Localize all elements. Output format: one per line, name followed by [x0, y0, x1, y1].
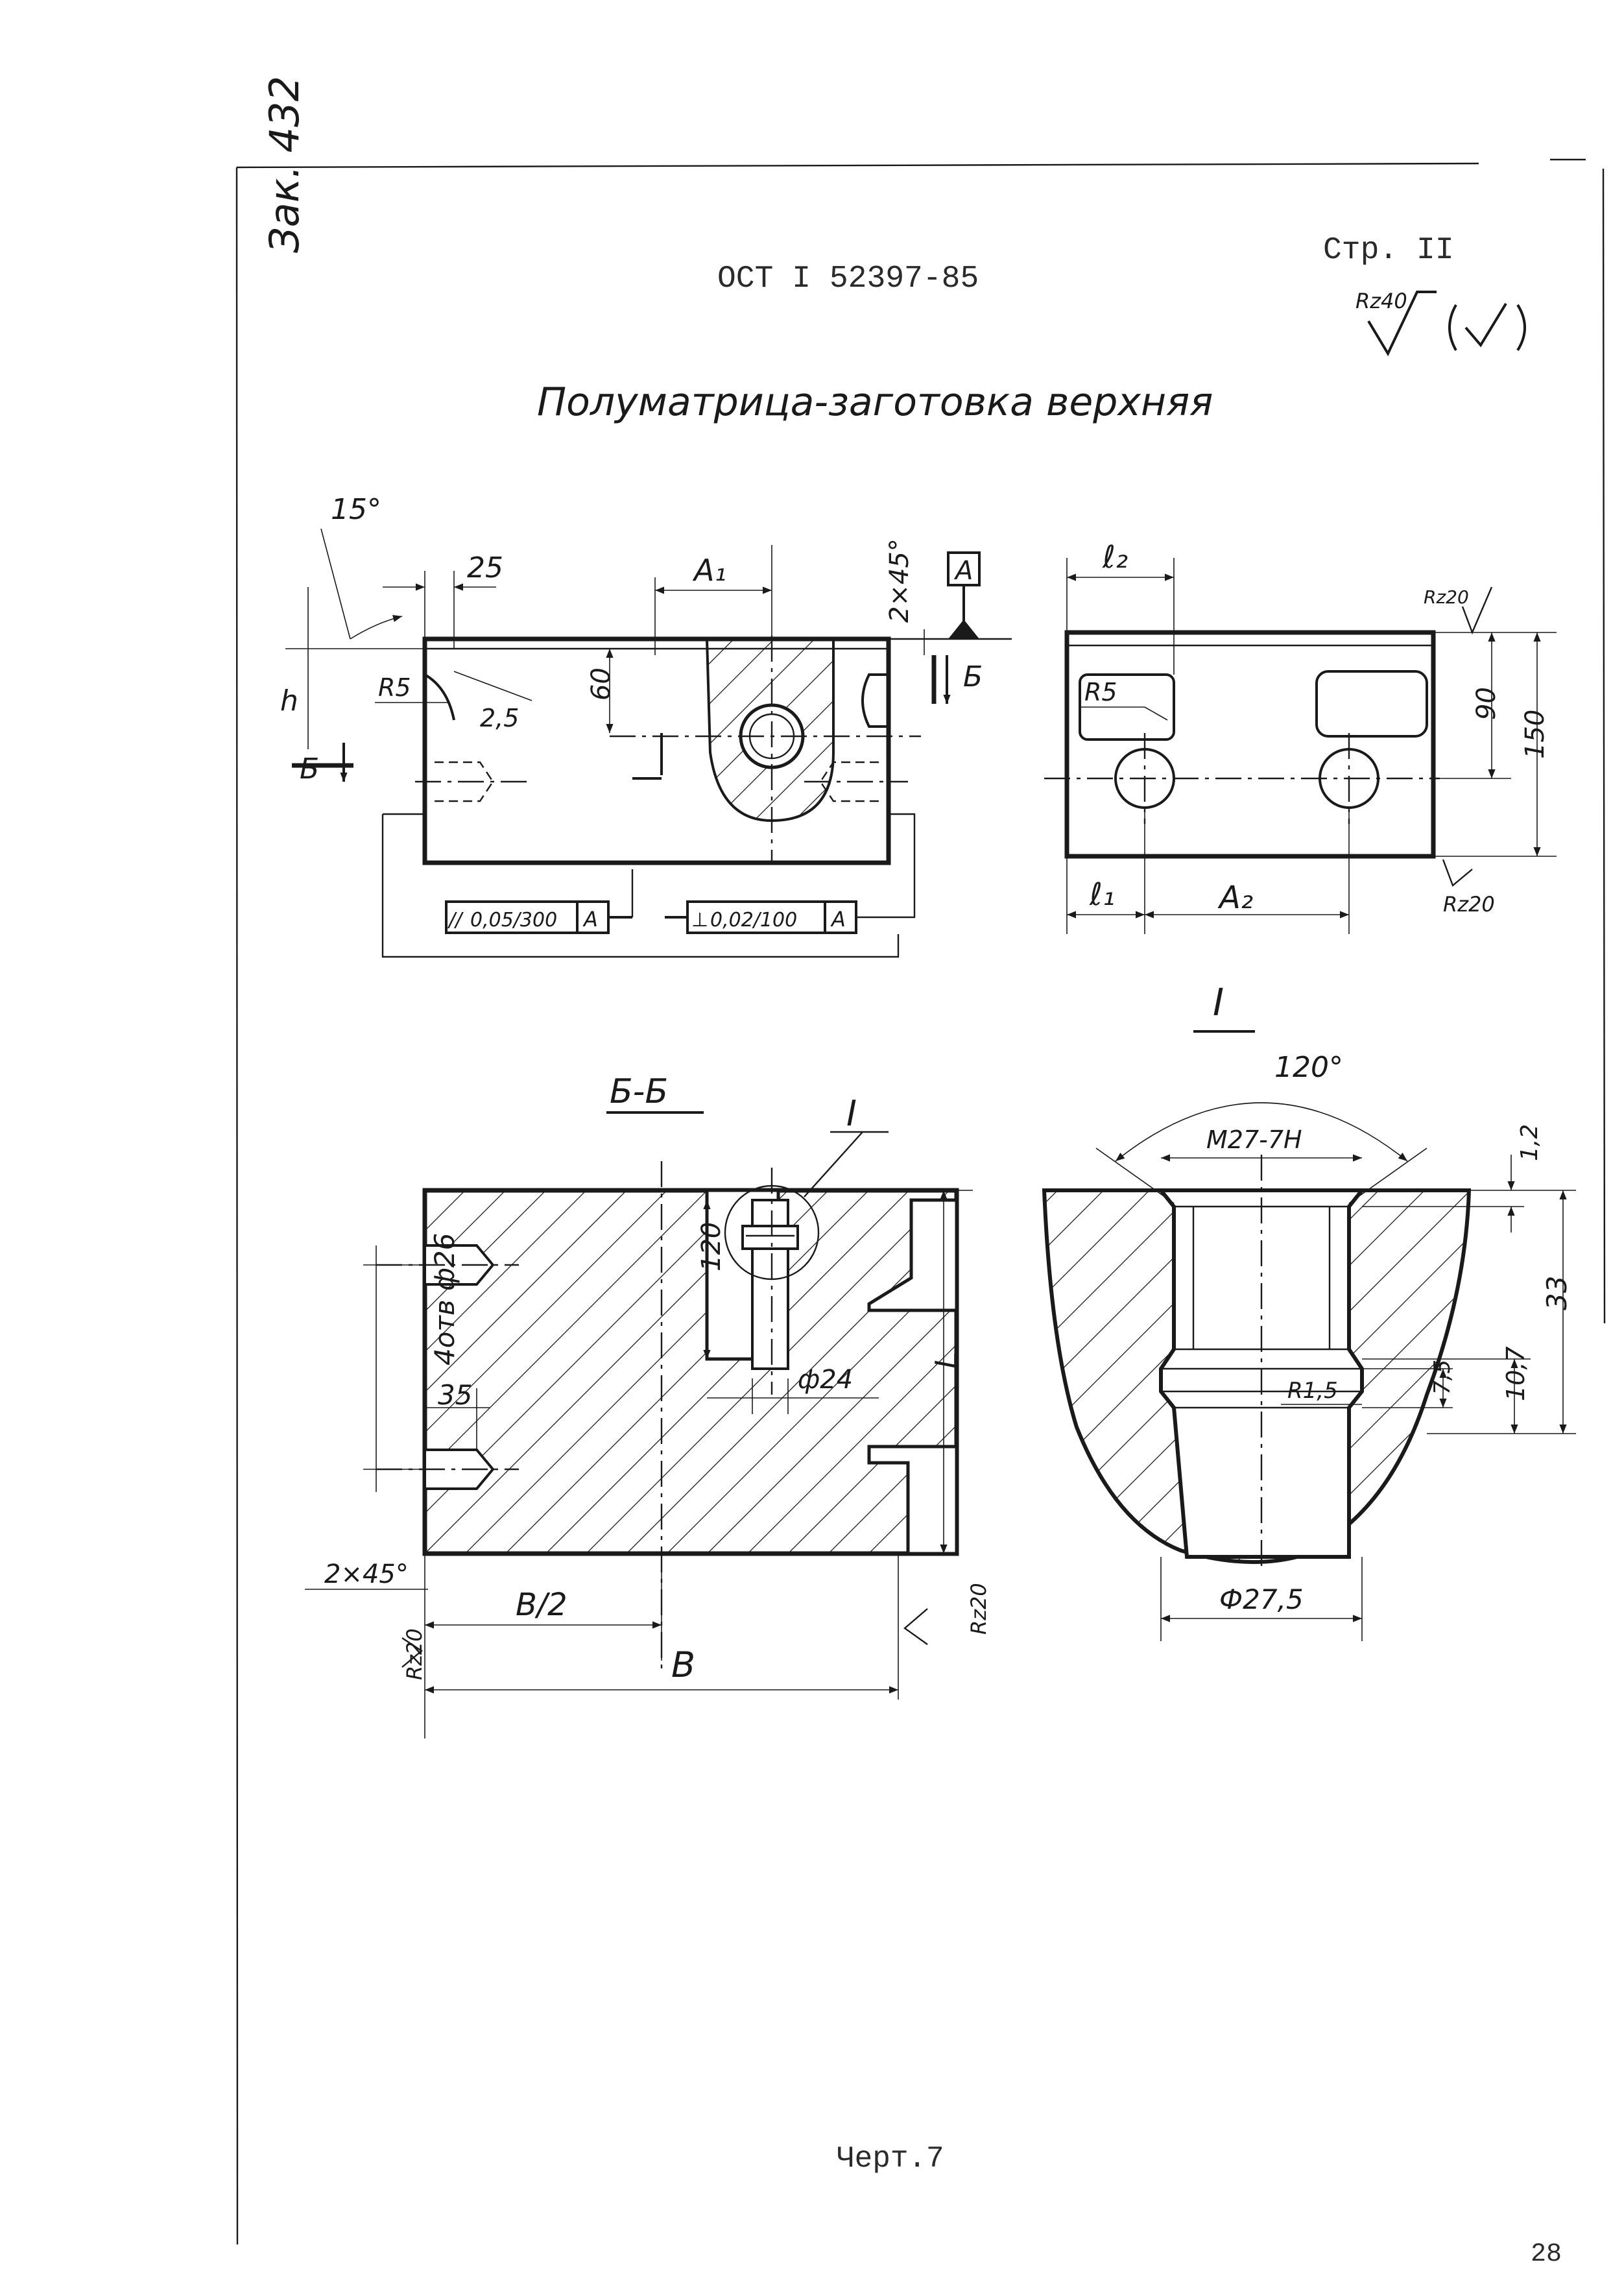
side-slot-right [1315, 670, 1428, 738]
left-paren-icon [1448, 304, 1457, 351]
detail-radius-label: R1,5 [1287, 1378, 1338, 1404]
parallelism-datum: A [582, 907, 598, 932]
datum-a-label: A [953, 556, 973, 586]
section-roughness-right: Rz20 [966, 1583, 991, 1635]
dim-90-label: 90 [1472, 687, 1501, 720]
page-number: 28 [1531, 2240, 1562, 2269]
section-title: Б-Б [610, 1072, 668, 1111]
dim-a2-label: A₂ [1217, 880, 1253, 916]
thread-label: M27-7H [1206, 1125, 1302, 1154]
dim-l1-label: ℓ₁ [1089, 876, 1115, 913]
holes-note-label: 4отв ф26 [429, 1233, 460, 1365]
figure-caption: Черт.7 [837, 2142, 944, 2176]
perpendicularity-datum: A [830, 907, 846, 932]
front-view-outline [422, 636, 891, 865]
perpendicularity-symbol-icon: ⊥ [691, 909, 708, 932]
detail-angle-label: 120° [1274, 1051, 1343, 1084]
document-code: ОСТ I 52397-85 [717, 261, 979, 296]
roughness-check-icon [1367, 291, 1437, 357]
page-ref: Стр. II [1323, 233, 1454, 268]
front-radius-label: R5 [378, 673, 411, 702]
side-view-outline [1064, 630, 1436, 859]
general-roughness-value: Rz40 [1355, 289, 1407, 313]
detail-ref-label: I [846, 1093, 857, 1134]
sheet-frame [235, 158, 1606, 2245]
dim-60-label: 60 [586, 667, 616, 701]
dim-35-label: 35 [438, 1379, 472, 1411]
dim-b2-label: B/2 [516, 1587, 567, 1623]
perpendicularity-value: 0,02/100 [710, 909, 797, 932]
dim-h-label: h [280, 684, 298, 717]
dim-1-2-label: 1,2 [1516, 1124, 1543, 1161]
dia-24-label: ф24 [798, 1365, 853, 1395]
margin-note: Зак. 432 [261, 76, 308, 253]
roughness-check-small-icon [1464, 302, 1507, 348]
section-roughness-left: Rz20 [402, 1628, 427, 1680]
dim-120-label: 120 [697, 1222, 726, 1271]
section-body [422, 1188, 959, 1556]
detail-view: I 120° M27-7H 1,2 33 R1,5 [1042, 980, 1576, 1641]
parallelism-value: 0,05/300 [470, 909, 557, 932]
dim-7-5-label: 7,5 [1429, 1360, 1455, 1395]
perpendicularity-frame: ⊥ 0,02/100 A [665, 900, 857, 934]
dim-l2-label: ℓ₂ [1102, 539, 1128, 575]
drawing-title: Полуматрица-заготовка верхняя [537, 379, 1213, 425]
dim-33-label: 33 [1541, 1276, 1573, 1310]
parallelism-frame: // 0,05/300 A [445, 900, 632, 934]
section-view: Б-Б I 4отв ф26 35 120 [305, 1072, 991, 1738]
angle-15-label: 15° [331, 493, 381, 526]
front-view: 15° 25 A₁ 2×45° A Б Б h R5 [280, 493, 1012, 958]
section-mark-right: Б [963, 660, 983, 693]
dim-a1-label: A₁ [692, 553, 726, 588]
side-roughness-bottom: Rz20 [1443, 892, 1495, 917]
side-view: ℓ₂ Rz20 R5 90 150 ℓ₁ A₂ Rz20 [1044, 539, 1557, 934]
detail-i-circle [724, 1185, 820, 1281]
detail-dia-label: Ф27,5 [1219, 1583, 1304, 1615]
parallelism-symbol-icon: // [447, 909, 464, 932]
dim-b-label: B [671, 1644, 695, 1685]
datum-triangle-icon [948, 619, 979, 639]
general-roughness-mark: Rz40 [1355, 289, 1526, 357]
section-chamfer-label: 2×45° [324, 1559, 409, 1589]
dim-10-7-label: 10,7 [1501, 1346, 1530, 1401]
side-roughness-top: Rz20 [1424, 586, 1469, 608]
dim-150-label: 150 [1520, 710, 1550, 759]
dim-l-label: L [929, 1352, 964, 1369]
right-paren-icon [1516, 304, 1526, 352]
section-mark-left: Б [300, 752, 319, 786]
dim-25-label: 25 [467, 551, 503, 584]
dim-2-5-label: 2,5 [480, 704, 519, 732]
chamfer-label: 2×45° [885, 538, 914, 623]
detail-title: I [1213, 980, 1224, 1024]
side-radius-label: R5 [1084, 678, 1117, 706]
